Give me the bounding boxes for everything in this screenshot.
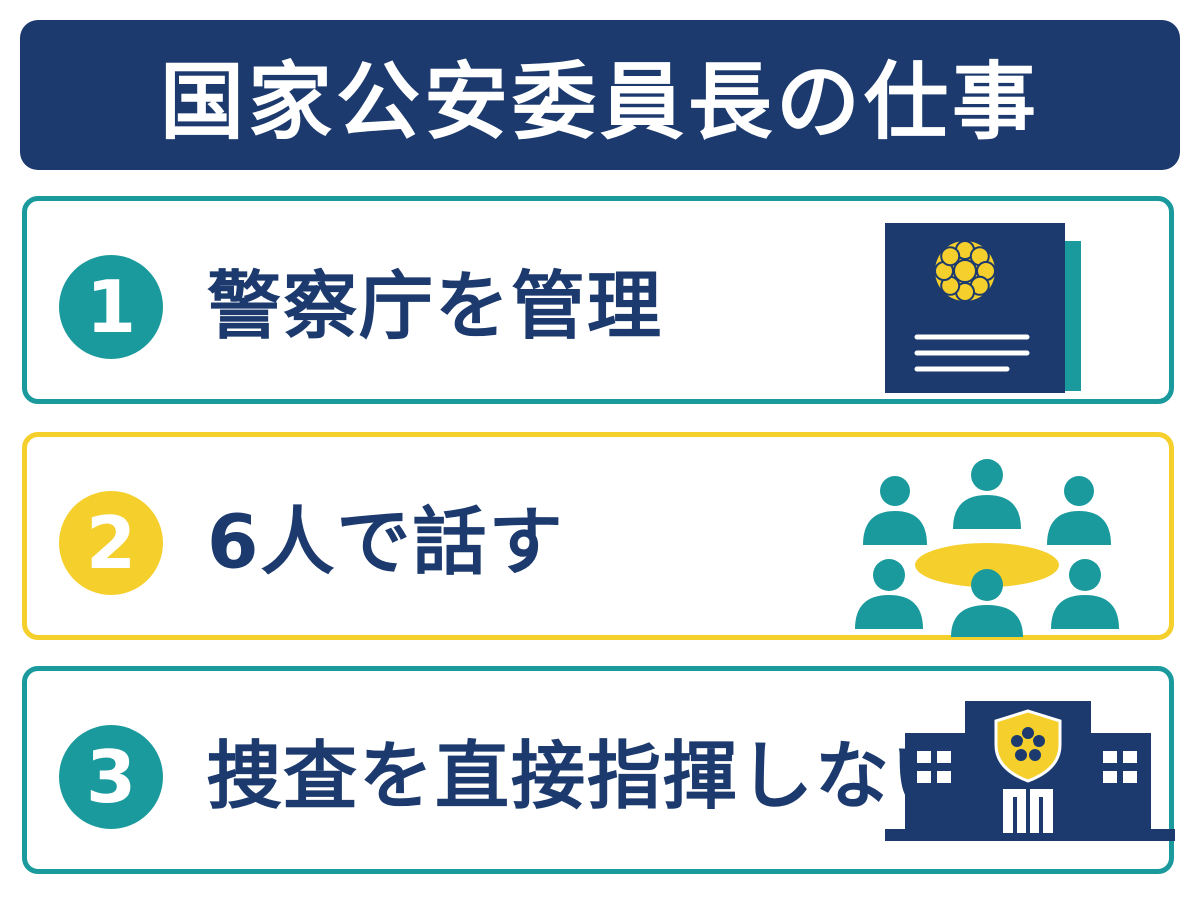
- item-card-3: 3 捜査を直接指揮しない: [22, 666, 1175, 874]
- item-number-badge: 2: [59, 491, 163, 595]
- item-label: 捜査を直接指揮しない: [207, 733, 967, 820]
- item-number-badge: 3: [59, 725, 163, 829]
- item-card-2: 2 6人で話す: [22, 432, 1174, 640]
- police-building-icon: [885, 701, 1175, 841]
- page-title: 国家公安委員長の仕事: [159, 52, 1040, 151]
- item-label: 6人で話す: [207, 499, 565, 586]
- title-banner: 国家公安委員長の仕事: [20, 20, 1180, 170]
- document-with-emblem-icon: [885, 223, 1081, 393]
- item-number-badge: 1: [59, 255, 163, 359]
- meeting-table-icon: [855, 459, 1119, 637]
- item-label: 警察庁を管理: [207, 263, 663, 350]
- item-card-1: 1 警察庁を管理: [22, 196, 1174, 404]
